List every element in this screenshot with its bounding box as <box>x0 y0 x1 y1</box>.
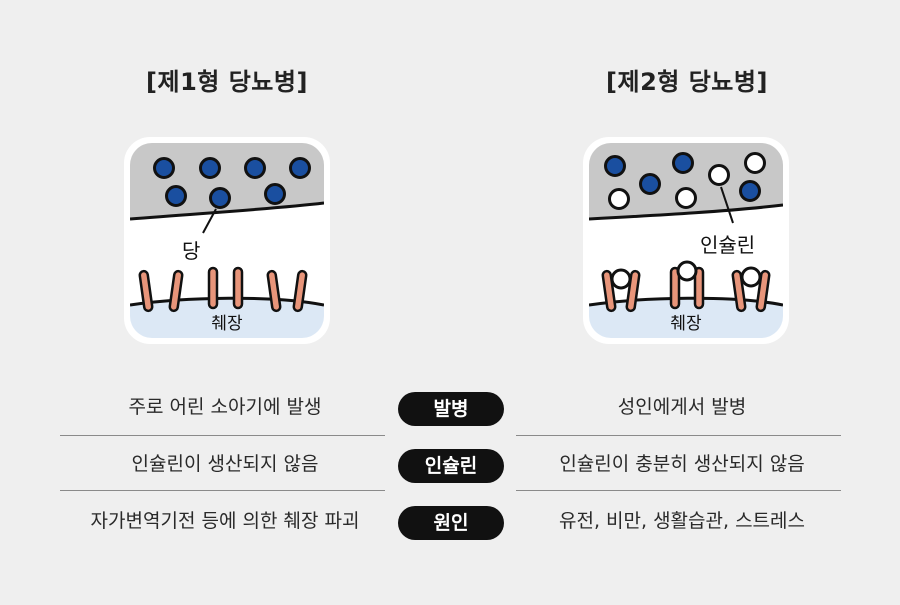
type1-insulin: 인슐린이 생산되지 않음 <box>40 442 410 486</box>
insulin-molecule <box>677 189 696 208</box>
glucose-molecule <box>167 187 186 206</box>
category-pill-onset: 발병 <box>398 392 504 426</box>
type1-diagram-card: 당 췌장 <box>124 137 330 344</box>
type1-onset: 주로 어린 소아기에 발생 <box>40 385 410 429</box>
divider-left <box>60 435 385 436</box>
comparison-row-onset: 주로 어린 소아기에 발생 발병 성인에게서 발병 <box>0 385 900 429</box>
pancreas-label: 췌장 <box>670 314 702 334</box>
comparison-row-cause: 자가변역기전 등에 의한 췌장 파괴 원인 유전, 비만, 생활습관, 스트레스 <box>0 499 900 543</box>
bound-insulin-molecule <box>742 268 760 286</box>
glucose-molecule <box>201 159 220 178</box>
glucose-molecule <box>674 154 693 173</box>
type2-cause: 유전, 비만, 생활습관, 스트레스 <box>508 499 856 543</box>
sugar-label: 당 <box>182 239 200 263</box>
glucose-molecule <box>291 159 310 178</box>
insulin-molecule <box>710 166 729 185</box>
pancreas-label: 췌장 <box>211 314 243 334</box>
divider-left <box>60 490 385 491</box>
type1-diagram: 당 췌장 <box>124 137 330 344</box>
type1-title: [제1형 당뇨병] <box>67 62 387 97</box>
divider-right <box>516 435 841 436</box>
type2-insulin: 인슐린이 충분히 생산되지 않음 <box>508 442 856 486</box>
glucose-molecule <box>606 157 625 176</box>
glucose-molecule <box>641 175 660 194</box>
type1-cause: 자가변역기전 등에 의한 췌장 파괴 <box>40 499 410 543</box>
type2-title: [제2형 당뇨병] <box>527 62 847 97</box>
insulin-molecule <box>746 154 765 173</box>
type2-diagram: 인슐린 췌장 <box>583 137 789 344</box>
type2-diagram-card: 인슐린 췌장 <box>583 137 789 344</box>
glucose-molecule <box>266 185 285 204</box>
insulin-label: 인슐린 <box>700 233 755 257</box>
divider-right <box>516 490 841 491</box>
insulin-molecule <box>610 190 629 209</box>
type2-onset: 성인에게서 발병 <box>508 385 856 429</box>
glucose-molecule <box>155 159 174 178</box>
receptor <box>209 268 217 308</box>
glucose-molecule <box>211 189 230 208</box>
receptor <box>234 268 242 308</box>
glucose-molecule <box>246 159 265 178</box>
bound-insulin-molecule <box>612 270 630 288</box>
bound-insulin-molecule <box>678 262 696 280</box>
glucose-molecule <box>741 182 760 201</box>
category-pill-insulin: 인슐린 <box>398 449 504 483</box>
comparison-row-insulin: 인슐린이 생산되지 않음 인슐린 인슐린이 충분히 생산되지 않음 <box>0 442 900 486</box>
category-pill-cause: 원인 <box>398 506 504 540</box>
